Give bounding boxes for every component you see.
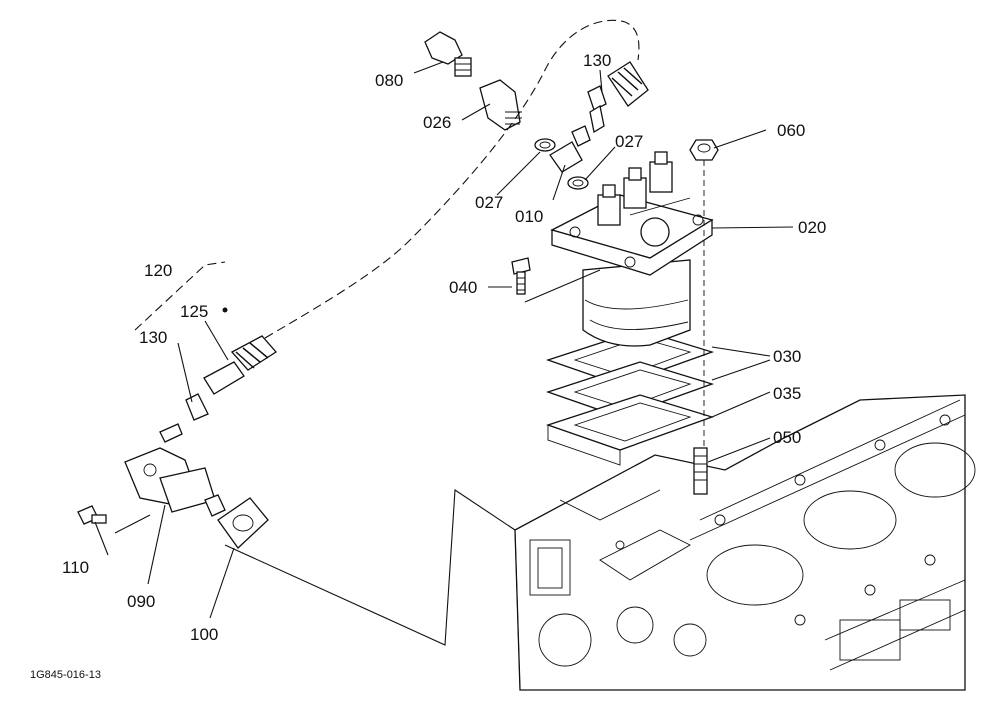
hose-end-dot (222, 307, 228, 313)
callout-050: 050 (773, 428, 801, 447)
callout-026: 026 (423, 113, 451, 132)
fitting-026 (479, 79, 522, 131)
callout-027-lower: 027 (475, 193, 503, 212)
document-id: 1G845-016-13 (30, 669, 101, 681)
callout-060: 060 (777, 121, 805, 140)
screw-110 (77, 505, 107, 525)
callout-080: 080 (375, 71, 403, 90)
banjo-130-top (587, 61, 649, 134)
callout-130-top: 130 (583, 51, 611, 70)
leader-lines (94, 61, 794, 646)
callout-110: 110 (62, 558, 89, 577)
callout-040: 040 (449, 278, 477, 297)
callout-027-upper: 027 (615, 132, 643, 151)
engine-block (514, 394, 976, 691)
callout-labels: 080 026 130 027 027 010 060 020 040 030 … (30, 51, 826, 681)
callout-090: 090 (127, 592, 155, 611)
callout-100: 100 (190, 625, 218, 644)
washer-027-a (534, 138, 556, 152)
nut-060 (689, 139, 719, 490)
washer-027-b (567, 176, 589, 190)
shim-gaskets (545, 329, 715, 466)
callout-130-left: 130 (139, 328, 167, 347)
bolt-040 (511, 257, 531, 295)
banjo-130-left (159, 393, 209, 443)
fuel-hose (264, 19, 640, 339)
callout-125: 125 (180, 302, 208, 321)
eye-joint-010 (549, 125, 591, 173)
hose-clamp-125 (203, 335, 277, 395)
callout-010: 010 (515, 207, 543, 226)
callout-030: 030 (773, 347, 801, 366)
callout-120: 120 (144, 261, 172, 280)
callout-020: 020 (798, 218, 826, 237)
callout-035: 035 (773, 384, 801, 403)
injection-pump (550, 151, 714, 347)
gasket-100 (217, 497, 269, 549)
fitting-080 (424, 31, 472, 77)
stud-050 (693, 447, 708, 495)
bracket-dash (134, 261, 226, 331)
pump-body-090 (124, 447, 226, 517)
